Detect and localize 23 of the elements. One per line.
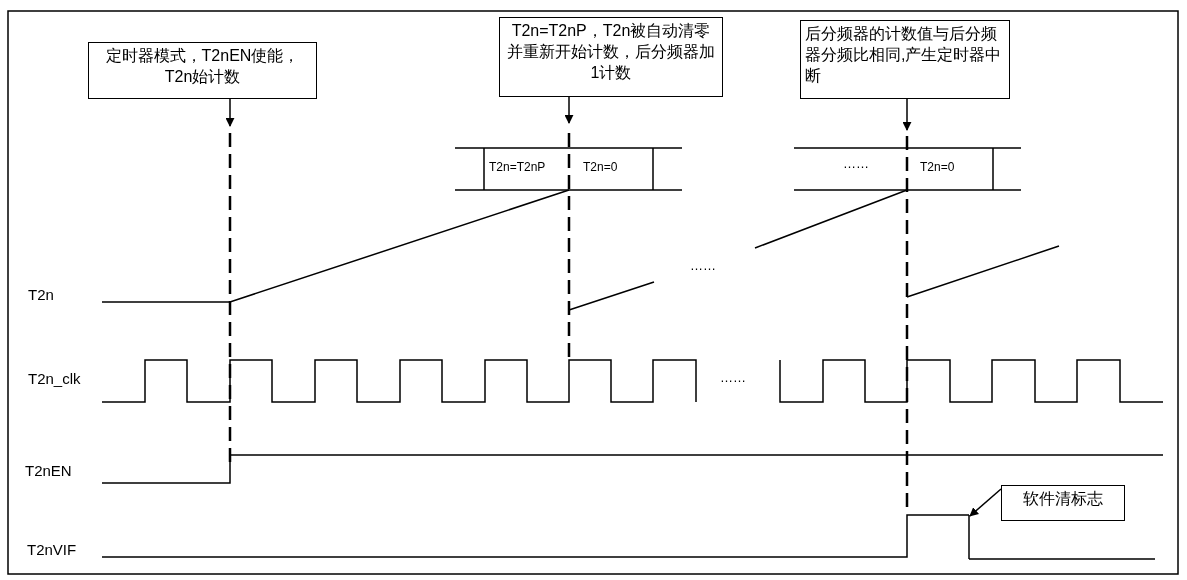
callout-text: 软件清标志 <box>1022 489 1104 509</box>
bus-value: T2n=0 <box>920 160 955 174</box>
arrow <box>969 488 1002 517</box>
callout-box <box>499 17 723 97</box>
callout-text: 定时器模式，T2nEN使能，T2n始计数 <box>104 46 301 87</box>
signal-name: T2n <box>28 286 54 303</box>
callout-box <box>800 20 1010 99</box>
signal-name: T2nVIF <box>27 541 77 558</box>
ellipsis: …… <box>720 370 746 385</box>
callout-text: 后分频器的计数值与后分频器分频比相同,产生定时器中断 <box>805 24 1003 86</box>
ellipsis: …… <box>690 258 716 273</box>
falling-edge-line <box>968 514 970 560</box>
callout-text: T2n=T2nP，T2n被自动清零并重新开始计数，后分频器加1计数 <box>506 21 716 83</box>
signal-name: T2nEN <box>25 462 72 479</box>
arrow <box>902 98 912 131</box>
signal-name: T2n_clk <box>28 370 81 387</box>
bus-value: T2n=0 <box>583 160 618 174</box>
arrow <box>564 96 574 124</box>
bus-value: T2n=T2nP <box>489 160 546 174</box>
callout-box <box>1001 485 1125 521</box>
arrow <box>225 98 235 127</box>
callout-box <box>88 42 317 99</box>
ellipsis: …… <box>843 156 869 171</box>
